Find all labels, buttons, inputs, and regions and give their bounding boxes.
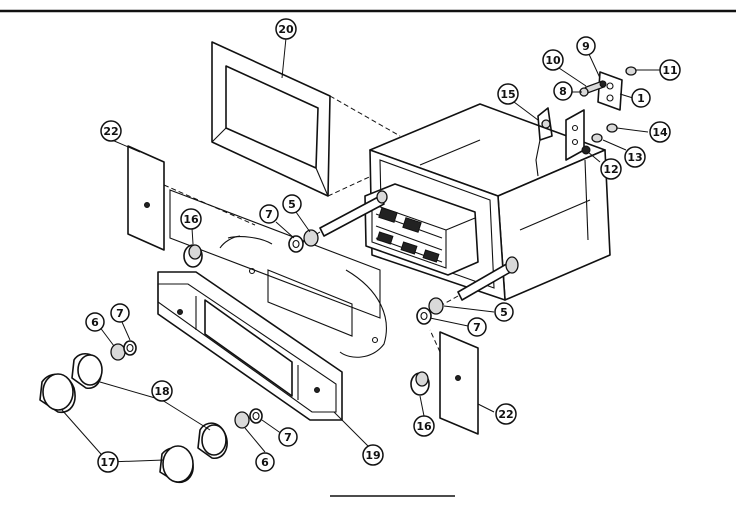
right-shaft xyxy=(439,256,519,307)
knob-16-left xyxy=(183,244,203,268)
callout-12-label: 12 xyxy=(603,163,618,176)
callout-8: 8 xyxy=(553,81,573,101)
callout-9-label: 9 xyxy=(582,40,590,53)
callout-8-label: 8 xyxy=(559,85,567,98)
nut-5-upper xyxy=(303,229,319,247)
callout-14-label: 14 xyxy=(652,126,668,139)
nut-11 xyxy=(625,66,637,76)
callout-17: 17 xyxy=(97,451,119,473)
callout-14: 14 xyxy=(649,121,671,143)
callout-6-left-label: 6 xyxy=(91,316,99,329)
bolt-hardware xyxy=(579,80,607,97)
callout-10-label: 10 xyxy=(545,54,561,67)
callout-22-lower-label: 22 xyxy=(498,408,513,421)
part-19-front-panel xyxy=(157,271,343,421)
callout-5-lower-label: 5 xyxy=(500,306,508,319)
callout-16-upper-label: 16 xyxy=(183,213,199,226)
part-1-bracket xyxy=(597,71,623,111)
callout-13: 13 xyxy=(624,146,646,168)
callout-7-bottom-label: 7 xyxy=(284,431,292,444)
part-15-clip xyxy=(535,107,553,177)
callout-5-lower: 5 xyxy=(494,302,514,322)
callout-13-label: 13 xyxy=(627,151,642,164)
callout-6-bottom: 6 xyxy=(255,452,275,472)
callout-6-bottom-label: 6 xyxy=(261,456,269,469)
washer-13 xyxy=(591,133,603,143)
left-knob-stack xyxy=(39,340,137,413)
callout-15: 15 xyxy=(497,83,519,105)
callout-7-right-label: 7 xyxy=(473,321,481,334)
callout-18-label: 18 xyxy=(154,385,169,398)
right-knob-stack xyxy=(159,408,263,484)
callout-7-bottom: 7 xyxy=(278,427,298,447)
callout-19-label: 19 xyxy=(365,449,380,462)
callout-15-label: 15 xyxy=(500,88,515,101)
part-22-right-plate xyxy=(429,329,479,435)
callout-16-lower-label: 16 xyxy=(416,420,432,433)
knob-16-right xyxy=(410,371,430,396)
callout-7-right: 7 xyxy=(467,317,487,337)
callout-1-label: 1 xyxy=(637,92,645,105)
callout-7-left: 7 xyxy=(110,303,130,323)
callout-20: 20 xyxy=(275,18,297,40)
callout-22-lower: 22 xyxy=(495,403,517,425)
callout-5-upper: 5 xyxy=(282,194,302,214)
callout-18: 18 xyxy=(151,380,173,402)
callout-6-left: 6 xyxy=(85,312,105,332)
nut-7-lower xyxy=(416,307,432,325)
callout-19: 19 xyxy=(362,444,384,466)
callout-16-lower: 16 xyxy=(413,415,435,437)
callout-17-label: 17 xyxy=(100,456,115,469)
part-20-trim-frame xyxy=(211,41,401,197)
callout-10: 10 xyxy=(542,49,564,71)
callout-11-label: 11 xyxy=(662,64,677,77)
callout-16-upper: 16 xyxy=(180,208,202,230)
callout-11: 11 xyxy=(659,59,681,81)
callout-7-left-label: 7 xyxy=(116,307,124,320)
callout-5-upper-label: 5 xyxy=(288,198,296,211)
callout-20-label: 20 xyxy=(278,23,294,36)
callout-7-upper: 7 xyxy=(259,204,279,224)
callout-22-upper-label: 22 xyxy=(103,125,118,138)
callout-12: 12 xyxy=(600,158,622,180)
nut-7-upper xyxy=(288,235,304,253)
callout-22-upper: 22 xyxy=(100,120,122,142)
callout-1: 1 xyxy=(631,88,651,108)
tape-mechanism xyxy=(364,183,479,276)
callout-7-upper-label: 7 xyxy=(265,208,273,221)
callout-9: 9 xyxy=(576,36,596,56)
nut-5-lower xyxy=(428,297,444,315)
nut-14 xyxy=(606,123,618,133)
